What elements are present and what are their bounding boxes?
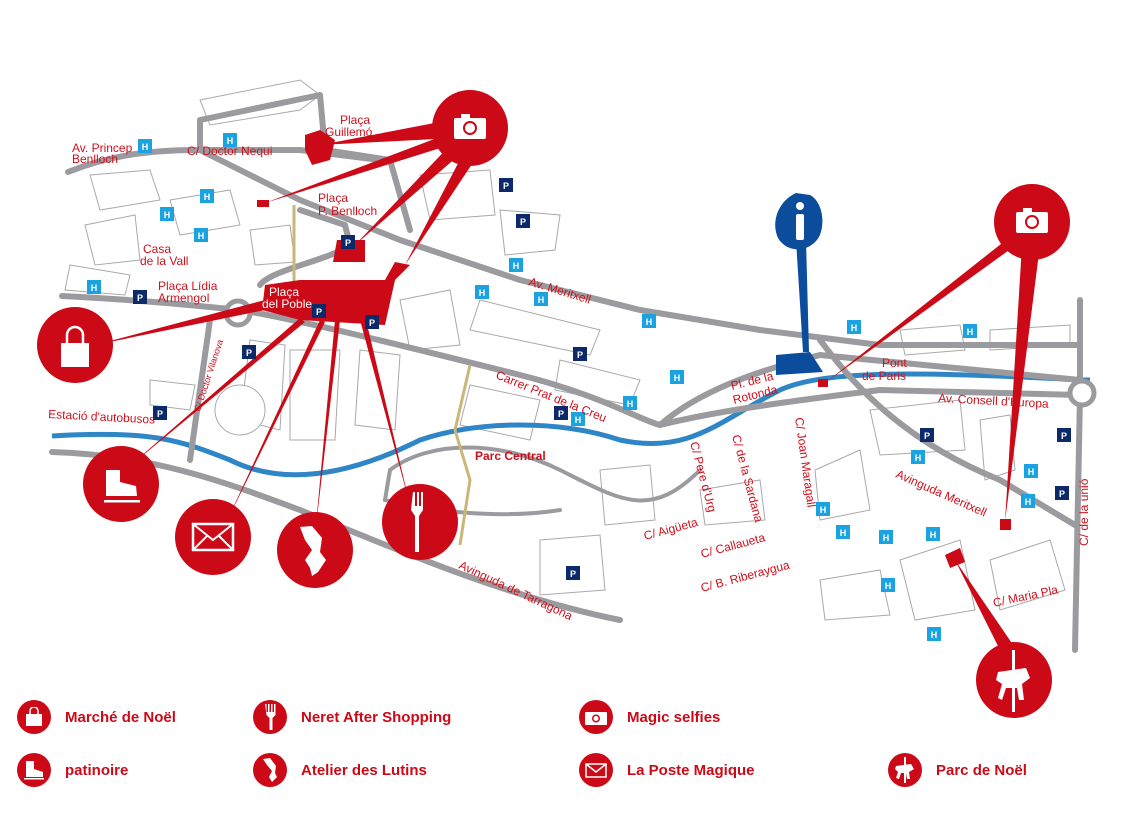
legend-item: La Poste Magique [579, 753, 755, 787]
svg-text:Estació d'autobusos: Estació d'autobusos [48, 407, 156, 427]
ice-skate-icon [104, 470, 140, 503]
svg-text:Avinguda Meritxell: Avinguda Meritxell [894, 467, 989, 520]
svg-text:Plaça: Plaça [318, 191, 348, 205]
shopping-bag-icon [17, 700, 51, 734]
pin-atelier-des-lutins[interactable] [277, 512, 353, 588]
pin-marche-de-noel[interactable] [37, 307, 113, 383]
fork-icon [253, 700, 287, 734]
river [51, 371, 1090, 478]
fork-icon [411, 492, 423, 552]
svg-text:Plaça: Plaça [269, 285, 299, 299]
svg-text:C/ de la unió: C/ de la unió [1077, 478, 1091, 546]
svg-text:Parc Central: Parc Central [475, 449, 546, 463]
pin-information[interactable] [775, 193, 823, 250]
carousel-icon [888, 753, 922, 787]
legend-item: Marché de Noël [17, 700, 176, 734]
pin-patinoire[interactable] [83, 446, 159, 522]
pin-la-poste-magique[interactable] [175, 499, 251, 575]
ice-skate-icon [17, 753, 51, 787]
svg-text:C/ B. Riberaygua: C/ B. Riberaygua [699, 558, 791, 595]
legend-item: Atelier des Lutins [253, 753, 427, 787]
envelope-icon [579, 753, 613, 787]
svg-text:de la Vall: de la Vall [140, 254, 188, 268]
svg-text:Plaça: Plaça [340, 113, 370, 127]
svg-text:P. Benlloch: P. Benlloch [318, 204, 377, 218]
legend-item: patinoire [17, 753, 128, 787]
info-icon [796, 202, 804, 240]
svg-text:C/ Joan Maragall: C/ Joan Maragall [792, 416, 818, 508]
svg-text:C/ Callaueta: C/ Callaueta [699, 530, 767, 561]
footpath [292, 205, 472, 546]
elf-icon [300, 526, 326, 576]
pin-neret-after-shopping[interactable] [382, 484, 458, 560]
svg-text:Benlloch: Benlloch [72, 152, 118, 166]
event-areas [257, 130, 1011, 568]
svg-text:del Poble: del Poble [262, 297, 312, 311]
svg-text:Av. Princep: Av. Princep [72, 141, 133, 155]
svg-text:Casa: Casa [143, 242, 171, 256]
carousel-icon [996, 650, 1030, 712]
elf-icon [253, 753, 287, 787]
pin-parc-de-noel[interactable] [976, 642, 1052, 718]
camera-icon [579, 700, 613, 734]
shopping-bag-icon [61, 325, 89, 367]
pin-magic-selfies-1[interactable] [432, 90, 508, 166]
svg-text:Armengol: Armengol [158, 291, 209, 305]
envelope-icon [191, 522, 235, 552]
svg-text:Guillemó: Guillemó [325, 125, 373, 139]
city-blocks [64, 79, 1071, 621]
svg-text:C/ Doctor Nequi: C/ Doctor Nequi [187, 144, 272, 158]
legend-item: Magic selfies [579, 700, 720, 734]
svg-text:de Paris: de Paris [862, 369, 906, 383]
pin-magic-selfies-2[interactable] [994, 184, 1070, 260]
legend-item: Parc de Noël [888, 753, 1027, 787]
svg-text:Plaça Lídia: Plaça Lídia [158, 279, 218, 293]
legend-item: Neret After Shopping [253, 700, 451, 734]
svg-text:Av. Consell d'Europa: Av. Consell d'Europa [938, 391, 1049, 411]
svg-text:Pont: Pont [882, 356, 907, 370]
pointer-rays [95, 120, 1040, 660]
